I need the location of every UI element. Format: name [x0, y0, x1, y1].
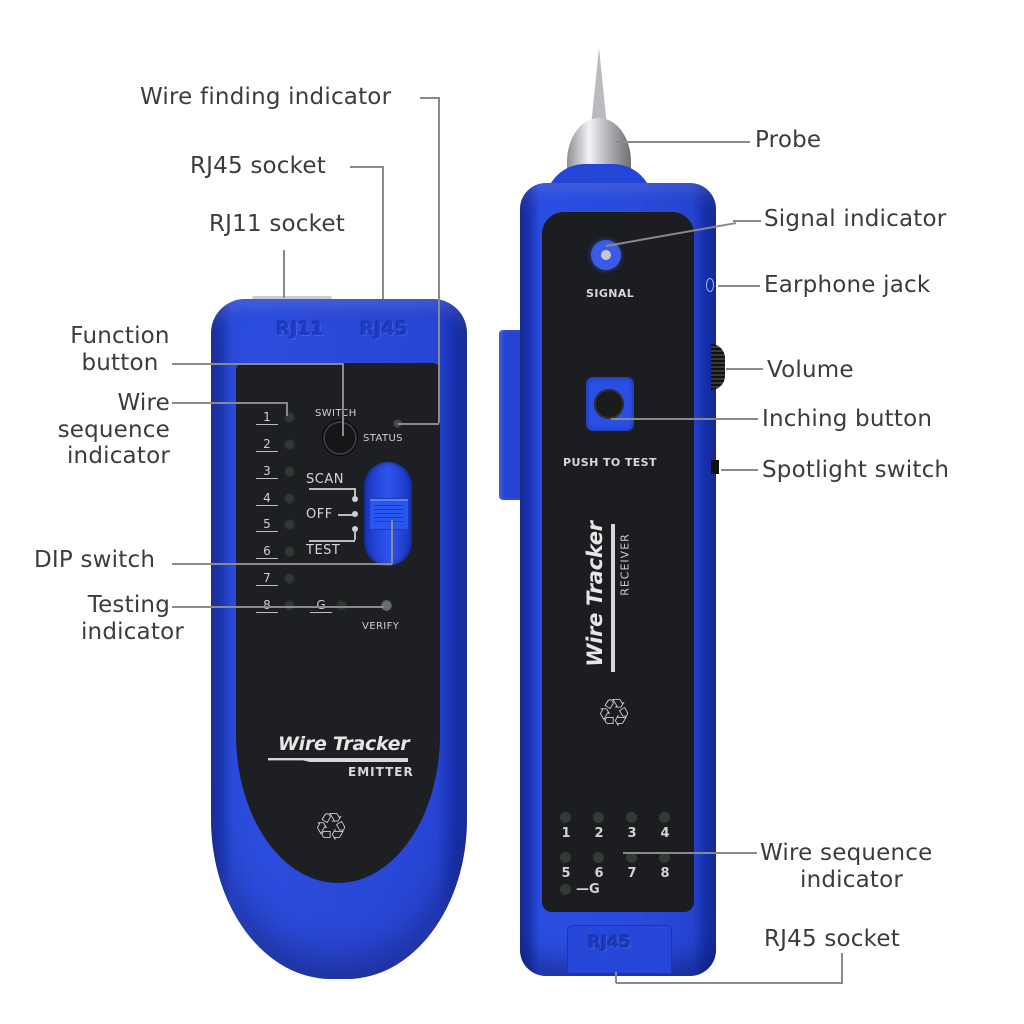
- seq-led-8: [284, 600, 295, 611]
- rx-num-2: 2: [594, 826, 604, 841]
- spotlight-switch[interactable]: [711, 460, 719, 474]
- seq-number-8: 8: [256, 599, 278, 613]
- seq-number-2: 2: [256, 438, 278, 452]
- verify-label: VERIFY: [362, 621, 400, 632]
- belt-clip: [499, 330, 523, 500]
- callout-spotlight-switch: Spotlight switch: [762, 457, 950, 483]
- earphone-jack[interactable]: [706, 278, 714, 292]
- function-button[interactable]: [323, 421, 357, 455]
- callout-rx-wire-sequence-l2: indicator: [800, 867, 904, 893]
- emitter-brand: Wire Tracker: [278, 733, 410, 755]
- rx-led-ground: [560, 884, 571, 895]
- inching-button[interactable]: [594, 389, 624, 419]
- seq-number-5: 5: [256, 518, 278, 532]
- rx-led-6: [593, 852, 604, 863]
- dip-switch[interactable]: [369, 498, 409, 530]
- callout-testing-indicator-l2: indicator: [80, 619, 184, 645]
- callout-wire-sequence-l3: indicator: [66, 443, 170, 469]
- callout-testing-indicator-l1: Testing: [87, 592, 170, 618]
- rx-led-3: [626, 812, 637, 823]
- callout-wire-sequence-l1: Wire: [117, 390, 170, 416]
- seq-led-4: [284, 493, 295, 504]
- callout-rj11-socket: RJ11 socket: [209, 211, 345, 237]
- seq-led-1: [284, 412, 295, 423]
- signal-label: SIGNAL: [586, 287, 635, 300]
- seq-led-6: [284, 546, 295, 557]
- seq-led-2: [284, 439, 295, 450]
- recycle-icon: ♲: [314, 805, 349, 849]
- status-led: [393, 419, 402, 428]
- callout-probe: Probe: [755, 127, 822, 153]
- rx-num-7: 7: [627, 866, 637, 881]
- rx-num-4: 4: [660, 826, 670, 841]
- callout-wire-finding-indicator: Wire finding indicator: [140, 84, 392, 110]
- verify-led: [381, 600, 392, 611]
- switch-label: SWITCH: [315, 408, 357, 419]
- rx-led-2: [593, 812, 604, 823]
- dip-scan-label: SCAN: [306, 472, 344, 487]
- callout-inching-button: Inching button: [762, 406, 933, 432]
- seq-number-7: 7: [256, 572, 278, 586]
- seq-number-4: 4: [256, 492, 278, 506]
- callout-wire-sequence-l2: sequence: [57, 417, 170, 443]
- dip-off-label: OFF: [306, 507, 333, 522]
- probe-tip: [590, 48, 608, 136]
- rx-led-7: [626, 852, 637, 863]
- receiver-brand-bar: [611, 524, 615, 672]
- callout-dip-switch: DIP switch: [34, 547, 156, 573]
- rx-rj45-label: RJ45: [588, 933, 632, 953]
- callout-volume: Volume: [767, 357, 854, 383]
- callout-function-button-l1: Function: [70, 323, 170, 349]
- seq-number-6: 6: [256, 545, 278, 559]
- rx-led-8: [659, 852, 670, 863]
- rx-ground-label: —G: [576, 882, 600, 897]
- rj11-socket-label: RJ11: [276, 318, 325, 340]
- rx-rj45-socket: [567, 925, 672, 974]
- rj45-socket-label: RJ45: [360, 318, 409, 340]
- callout-rj45-socket-emitter: RJ45 socket: [190, 153, 326, 179]
- seq-number-3: 3: [256, 465, 278, 479]
- rx-num-5: 5: [561, 866, 571, 881]
- callout-signal-indicator: Signal indicator: [764, 206, 947, 232]
- callout-earphone-jack: Earphone jack: [764, 272, 931, 298]
- callout-function-button-l2: button: [81, 350, 159, 376]
- rx-num-3: 3: [627, 826, 637, 841]
- rx-led-4: [659, 812, 670, 823]
- seq-led-3: [284, 466, 295, 477]
- receiver-face-panel: [542, 212, 694, 912]
- receiver-brand: Wire Tracker: [583, 521, 607, 667]
- volume-wheel[interactable]: [711, 344, 725, 390]
- rx-led-1: [560, 812, 571, 823]
- brand-underline: [268, 758, 408, 762]
- callout-rx-wire-sequence-l1: Wire sequence: [760, 840, 933, 866]
- ground-label: G: [310, 599, 332, 613]
- seq-number-1: 1: [256, 411, 278, 425]
- receiver-model: RECEIVER: [618, 533, 632, 596]
- push-to-test-label: PUSH TO TEST: [563, 456, 657, 469]
- emitter-model: EMITTER: [348, 765, 414, 779]
- dip-test-label: TEST: [306, 543, 341, 558]
- callout-rj45-socket-receiver: RJ45 socket: [764, 926, 900, 952]
- rx-led-5: [560, 852, 571, 863]
- rx-num-1: 1: [561, 826, 571, 841]
- rx-num-6: 6: [594, 866, 604, 881]
- receiver-recycle-icon: ♲: [597, 691, 632, 735]
- ground-led: [336, 600, 347, 611]
- status-label: STATUS: [363, 433, 403, 444]
- rx-num-8: 8: [660, 866, 670, 881]
- seq-led-5: [284, 519, 295, 530]
- seq-led-7: [284, 573, 295, 584]
